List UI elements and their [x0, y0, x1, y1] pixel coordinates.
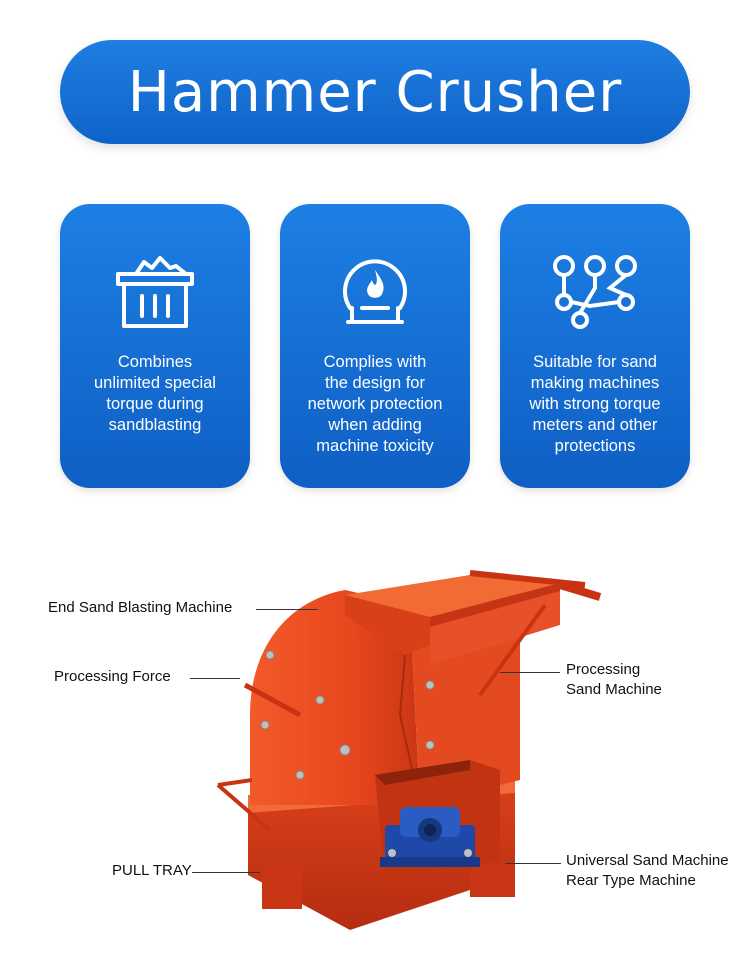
feature-text-1: Combines unlimited special torque during… [70, 352, 240, 436]
callout-universal-2: Rear Type Machine [566, 872, 696, 889]
feature-line: Combines [117, 353, 193, 371]
feature-line: Suitable for sand [533, 353, 657, 371]
feature-line: machine toxicity [316, 437, 434, 455]
network-nodes-icon [553, 255, 637, 329]
callout-line [505, 863, 561, 864]
callout-line [500, 672, 560, 673]
feature-line: sandblasting [108, 416, 202, 434]
callout-processing-sand-1: Processing [566, 661, 641, 678]
title-banner: Hammer Crusher [60, 40, 690, 144]
feature-line: unlimited special [94, 374, 216, 392]
building-icon [116, 256, 194, 328]
callout-line [256, 609, 318, 610]
feature-line: meters and other [532, 416, 658, 434]
feature-line: torque during [106, 395, 204, 413]
page-title: Hammer Crusher [127, 59, 623, 125]
callout-pull-tray: PULL TRAY [112, 862, 192, 879]
feature-card-2: Complies with the design for network pro… [280, 204, 470, 488]
machine-section: End Sand Blasting Machine Processing For… [0, 545, 750, 965]
feature-card-3: Suitable for sand making machines with s… [500, 204, 690, 488]
callout-line [192, 872, 260, 873]
callout-line [190, 678, 240, 679]
feature-line: the design for [325, 374, 425, 392]
callout-processing-sand-2: Sand Machine [566, 681, 662, 698]
feature-line: Complies with [323, 353, 427, 371]
hammer-crusher-illustration [216, 570, 602, 930]
feature-card-1: Combines unlimited special torque during… [60, 204, 250, 488]
feature-text-3: Suitable for sand making machines with s… [510, 352, 680, 457]
feature-text-2: Complies with the design for network pro… [290, 352, 460, 457]
callout-processing-force: Processing Force [54, 668, 171, 685]
feature-line: network protection [307, 395, 443, 413]
feature-line: protections [554, 437, 636, 455]
flame-safety-icon [343, 259, 407, 324]
feature-line: making machines [530, 374, 660, 392]
feature-line: with strong torque [529, 395, 661, 413]
callout-end-sand: End Sand Blasting Machine [48, 599, 233, 616]
callout-universal-1: Universal Sand Machine [566, 852, 729, 869]
feature-line: when adding [328, 416, 422, 434]
